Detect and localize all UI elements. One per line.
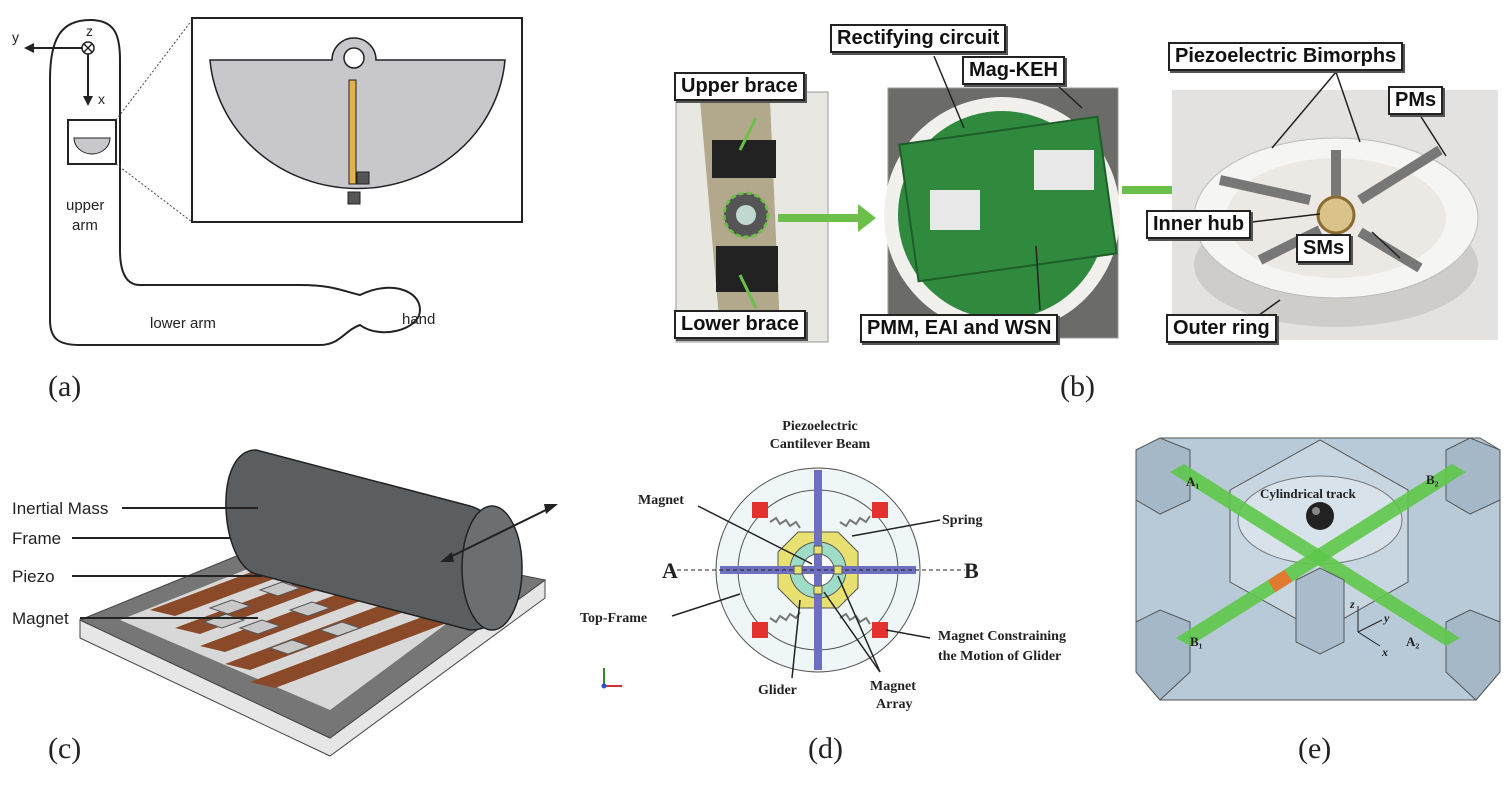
panel-a-drawing: z y x upper arm lower arm hand	[12, 17, 523, 346]
panel-d-drawing: Piezoelectric Cantilever Beam Magnet Spr…	[580, 419, 1066, 712]
inertial-mass-label: Inertial Mass	[12, 499, 108, 518]
lower-brace-label: Lower brace	[674, 310, 806, 339]
constrain-label-1: Magnet Constraining	[938, 629, 1066, 644]
tip-mass	[356, 171, 370, 185]
a2-label: A₂	[1406, 634, 1419, 649]
b2-label: B₂	[1426, 472, 1439, 487]
caption-e: (e)	[1298, 732, 1332, 765]
b1-label: B₁	[1190, 634, 1203, 649]
array-label-2: Array	[876, 697, 913, 712]
e-x-label: x	[1381, 645, 1388, 659]
panel-b-drawing	[675, 55, 1498, 343]
e-z-label: z	[1349, 597, 1355, 611]
section-b-label: B	[964, 558, 979, 583]
green-arrow-2	[1122, 176, 1208, 204]
section-a-label: A	[662, 558, 678, 583]
magnet-label: Magnet	[638, 493, 684, 508]
green-arrow-1	[778, 204, 876, 232]
caption-d: (d)	[808, 732, 843, 765]
beam-label-1: Piezoelectric	[782, 419, 857, 434]
upper-arm-label-2: arm	[72, 217, 98, 234]
cantilever-beam	[348, 79, 357, 185]
lower-arm-label: lower arm	[150, 315, 216, 332]
upper-brace-label: Upper brace	[674, 72, 805, 101]
panel-e: Cylindrical track A₁ B₂ B₁ A₂ z y x (e)	[1130, 410, 1507, 788]
inner-hub-label: Inner hub	[1146, 210, 1252, 239]
hand-label: hand	[402, 311, 435, 328]
array-label-1: Magnet	[870, 679, 916, 694]
outer-ring-label: Outer ring	[1166, 314, 1277, 343]
inner-hub	[1316, 195, 1356, 235]
spring-label: Spring	[942, 513, 982, 528]
axis-y-label: y	[12, 29, 19, 45]
panel-e-drawing: Cylindrical track A₁ B₂ B₁ A₂ z y x	[1135, 437, 1501, 701]
pmm-eai-wsn-label: PMM, EAI and WSN	[860, 314, 1059, 343]
axis-z-label: z	[86, 23, 93, 39]
top-frame-label: Top-Frame	[580, 611, 647, 626]
e-y-label: y	[1382, 611, 1390, 625]
beam-label-2: Cantilever Beam	[770, 437, 871, 452]
caption-c: (c)	[48, 732, 82, 765]
constraining-magnets	[752, 502, 888, 638]
piezo-label: Piezo	[12, 567, 55, 586]
constrain-label-2: the Motion of Glider	[938, 649, 1061, 664]
ball	[1306, 502, 1334, 530]
glider-label: Glider	[758, 683, 797, 698]
half-disc-housing	[209, 37, 506, 190]
sms-label: SMs	[1296, 234, 1352, 263]
panel-d: Piezoelectric Cantilever Beam Magnet Spr…	[580, 410, 1140, 788]
caption-b: (b)	[1060, 370, 1095, 403]
piezo-bimorphs-label: Piezoelectric Bimorphs	[1168, 42, 1404, 71]
rectifying-circuit-label: Rectifying circuit	[830, 24, 1007, 53]
pivot-hole-icon	[343, 47, 365, 69]
panel-b: Upper brace Lower brace Rectifying circu…	[660, 0, 1507, 410]
track-label: Cylindrical track	[1260, 486, 1356, 501]
strip-b	[1176, 464, 1466, 646]
a1-label: A₁	[1186, 474, 1199, 489]
panel-a: z y x upper arm lower arm hand (a)	[0, 0, 540, 403]
arm-outline	[49, 18, 422, 346]
mag-keh-label: Mag-KEH	[962, 56, 1065, 85]
panel-c-drawing: Inertial Mass Frame Piezo Magnet	[12, 449, 558, 757]
frame-label: Frame	[12, 529, 61, 548]
upper-arm-label-1: upper	[66, 197, 104, 214]
axis-x-label: x	[98, 91, 105, 107]
caption-a: (a)	[48, 370, 82, 403]
pms-label: PMs	[1388, 86, 1444, 115]
panel-c: Inertial Mass Frame Piezo Magnet (c)	[0, 410, 580, 788]
magnet-label: Magnet	[12, 609, 69, 628]
magnet-block	[347, 191, 361, 205]
